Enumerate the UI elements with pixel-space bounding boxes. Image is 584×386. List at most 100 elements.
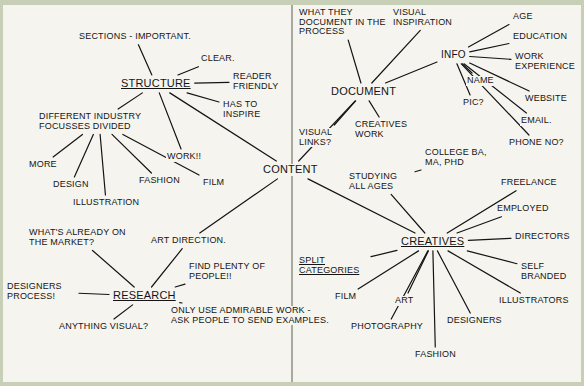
node-text: ART DIRECTION. <box>150 236 227 246</box>
mind-map-branch <box>92 250 134 287</box>
mind-map-branch <box>170 93 277 161</box>
node-text: EMPLOYED <box>496 204 550 214</box>
mind-map-branch <box>195 82 229 84</box>
mind-map-branch <box>433 251 435 347</box>
node-text: DIFFERENT INDUSTRY FOCUSSES DIVIDED <box>38 112 160 131</box>
mind-map-node: SECTIONS - IMPORTANT. <box>78 32 192 42</box>
mind-map-branch <box>112 134 151 173</box>
mind-map-branch <box>74 134 93 177</box>
mind-map-branch <box>386 62 437 83</box>
mind-map-branch <box>468 25 509 47</box>
node-text: VISUAL INSPIRATION <box>392 8 472 27</box>
mind-map-node: EMAIL. <box>520 116 553 126</box>
mind-map-branch <box>187 93 219 102</box>
mind-map-node: DIRECTORS <box>514 232 571 242</box>
node-text: CREATIVES <box>400 236 465 248</box>
mind-map-node: CLEAR. <box>200 54 236 64</box>
mind-map-node: DOCUMENT <box>330 86 397 98</box>
mind-map-branch <box>408 251 428 293</box>
node-text: SECTIONS - IMPORTANT. <box>78 32 192 42</box>
mind-map-node: DESIGNERS <box>446 316 503 326</box>
mind-map-branch <box>152 249 183 287</box>
mind-map-branch <box>372 30 420 83</box>
mind-map-node: CREATIVES WORK <box>354 120 420 139</box>
mind-map-branch <box>468 238 511 240</box>
mind-map-node: FILM <box>334 292 357 302</box>
node-text: DOCUMENT <box>330 86 397 98</box>
mind-map-node: READER FRIENDLY <box>232 72 288 91</box>
mind-map-branch <box>159 93 181 149</box>
node-text: SELF BRANDED <box>520 262 576 281</box>
mind-map-branch <box>415 170 421 172</box>
mind-map-node: VISUAL INSPIRATION <box>392 8 472 27</box>
node-text: WORK!! <box>166 152 202 162</box>
mind-map-node: DESIGNERS PROCESS! <box>6 282 76 301</box>
mind-map-branch <box>178 67 198 75</box>
node-text: PHONE NO? <box>508 138 565 148</box>
node-text: PIC? <box>462 98 485 108</box>
mind-map-branch <box>467 251 517 264</box>
mind-map-branch <box>348 40 361 83</box>
node-text: READER FRIENDLY <box>232 72 288 91</box>
node-text: WEBSITE <box>524 94 568 104</box>
mind-map-node: WORK!! <box>166 152 202 162</box>
mind-map-node: NAME <box>466 76 495 86</box>
mind-map-node: ILLUSTRATORS <box>498 296 570 306</box>
node-text: NAME <box>466 76 495 86</box>
node-text: DIRECTORS <box>514 232 571 242</box>
node-text: CLEAR. <box>200 54 236 64</box>
mind-map-branch <box>175 284 185 287</box>
node-text: PHOTOGRAPHY <box>350 322 424 332</box>
mind-map-node: STRUCTURE <box>120 78 192 90</box>
mind-map-node: VISUAL LINKS? <box>298 128 348 147</box>
mind-map-branch <box>299 101 355 161</box>
mind-map-node: ART <box>394 296 414 306</box>
mind-map-branch <box>470 44 509 52</box>
mind-map-node: WHAT THEY DOCUMENT IN THE PROCESS <box>298 8 388 37</box>
mind-map-node: PIC? <box>462 98 485 108</box>
mind-map-node: STUDYING ALL AGES <box>348 172 412 191</box>
mind-map-node: EDUCATION <box>512 32 568 42</box>
node-text: MORE <box>28 160 58 170</box>
mind-map-branch <box>180 302 182 304</box>
mind-map-branch <box>457 217 501 233</box>
node-text: COLLEGE BA, MA, PHD <box>424 148 504 167</box>
mind-map-branch <box>114 305 133 319</box>
mind-map-node: ART DIRECTION. <box>150 236 227 246</box>
mind-map-node: CONTENT <box>262 164 319 176</box>
mind-map-node: FREELANCE <box>500 178 558 188</box>
mind-map-node: ONLY USE ADMIRABLE WORK - ASK PEOPLE TO … <box>170 306 330 325</box>
mind-map-branch <box>437 251 470 313</box>
mind-map-node: WORK EXPERIENCE <box>514 52 578 71</box>
node-text: EDUCATION <box>512 32 568 42</box>
node-text: DESIGNERS <box>446 316 503 326</box>
mind-map-node: FIND PLENTY OF PEOPLE!! <box>188 262 268 281</box>
mind-map-node: MORE <box>28 160 58 170</box>
node-text: DESIGNERS PROCESS! <box>6 282 76 301</box>
mind-map-node: EMPLOYED <box>496 204 550 214</box>
node-text: VISUAL LINKS? <box>298 128 348 147</box>
node-text: WHAT THEY DOCUMENT IN THE PROCESS <box>298 8 388 37</box>
left-page <box>3 5 291 382</box>
mind-map-branch <box>79 293 109 294</box>
mind-map-node: COLLEGE BA, MA, PHD <box>424 148 504 167</box>
mind-map-branch <box>470 57 511 60</box>
node-text: CREATIVES WORK <box>354 120 420 139</box>
node-text: AGE <box>512 12 534 22</box>
mind-map-branch <box>371 250 397 256</box>
node-text: ONLY USE ADMIRABLE WORK - ASK PEOPLE TO … <box>170 306 330 325</box>
mind-map-node: FASHION <box>414 350 457 360</box>
mind-map-branch <box>138 45 151 75</box>
mind-map-node: DIFFERENT INDUSTRY FOCUSSES DIVIDED <box>38 112 160 131</box>
node-text: CONTENT <box>262 164 319 176</box>
mind-map-node: DESIGN <box>52 180 90 190</box>
mind-map-node: WHAT'S ALREADY ON THE MARKET? <box>28 228 128 247</box>
node-text: WHAT'S ALREADY ON THE MARKET? <box>28 228 128 247</box>
node-text: FILM <box>202 178 225 188</box>
mind-map-branch <box>391 194 425 233</box>
mind-map-node: CREATIVES <box>400 236 465 248</box>
node-text: ILLUSTRATORS <box>498 296 570 306</box>
node-text: ART <box>394 296 414 306</box>
mind-map-node: PHONE NO? <box>508 138 565 148</box>
